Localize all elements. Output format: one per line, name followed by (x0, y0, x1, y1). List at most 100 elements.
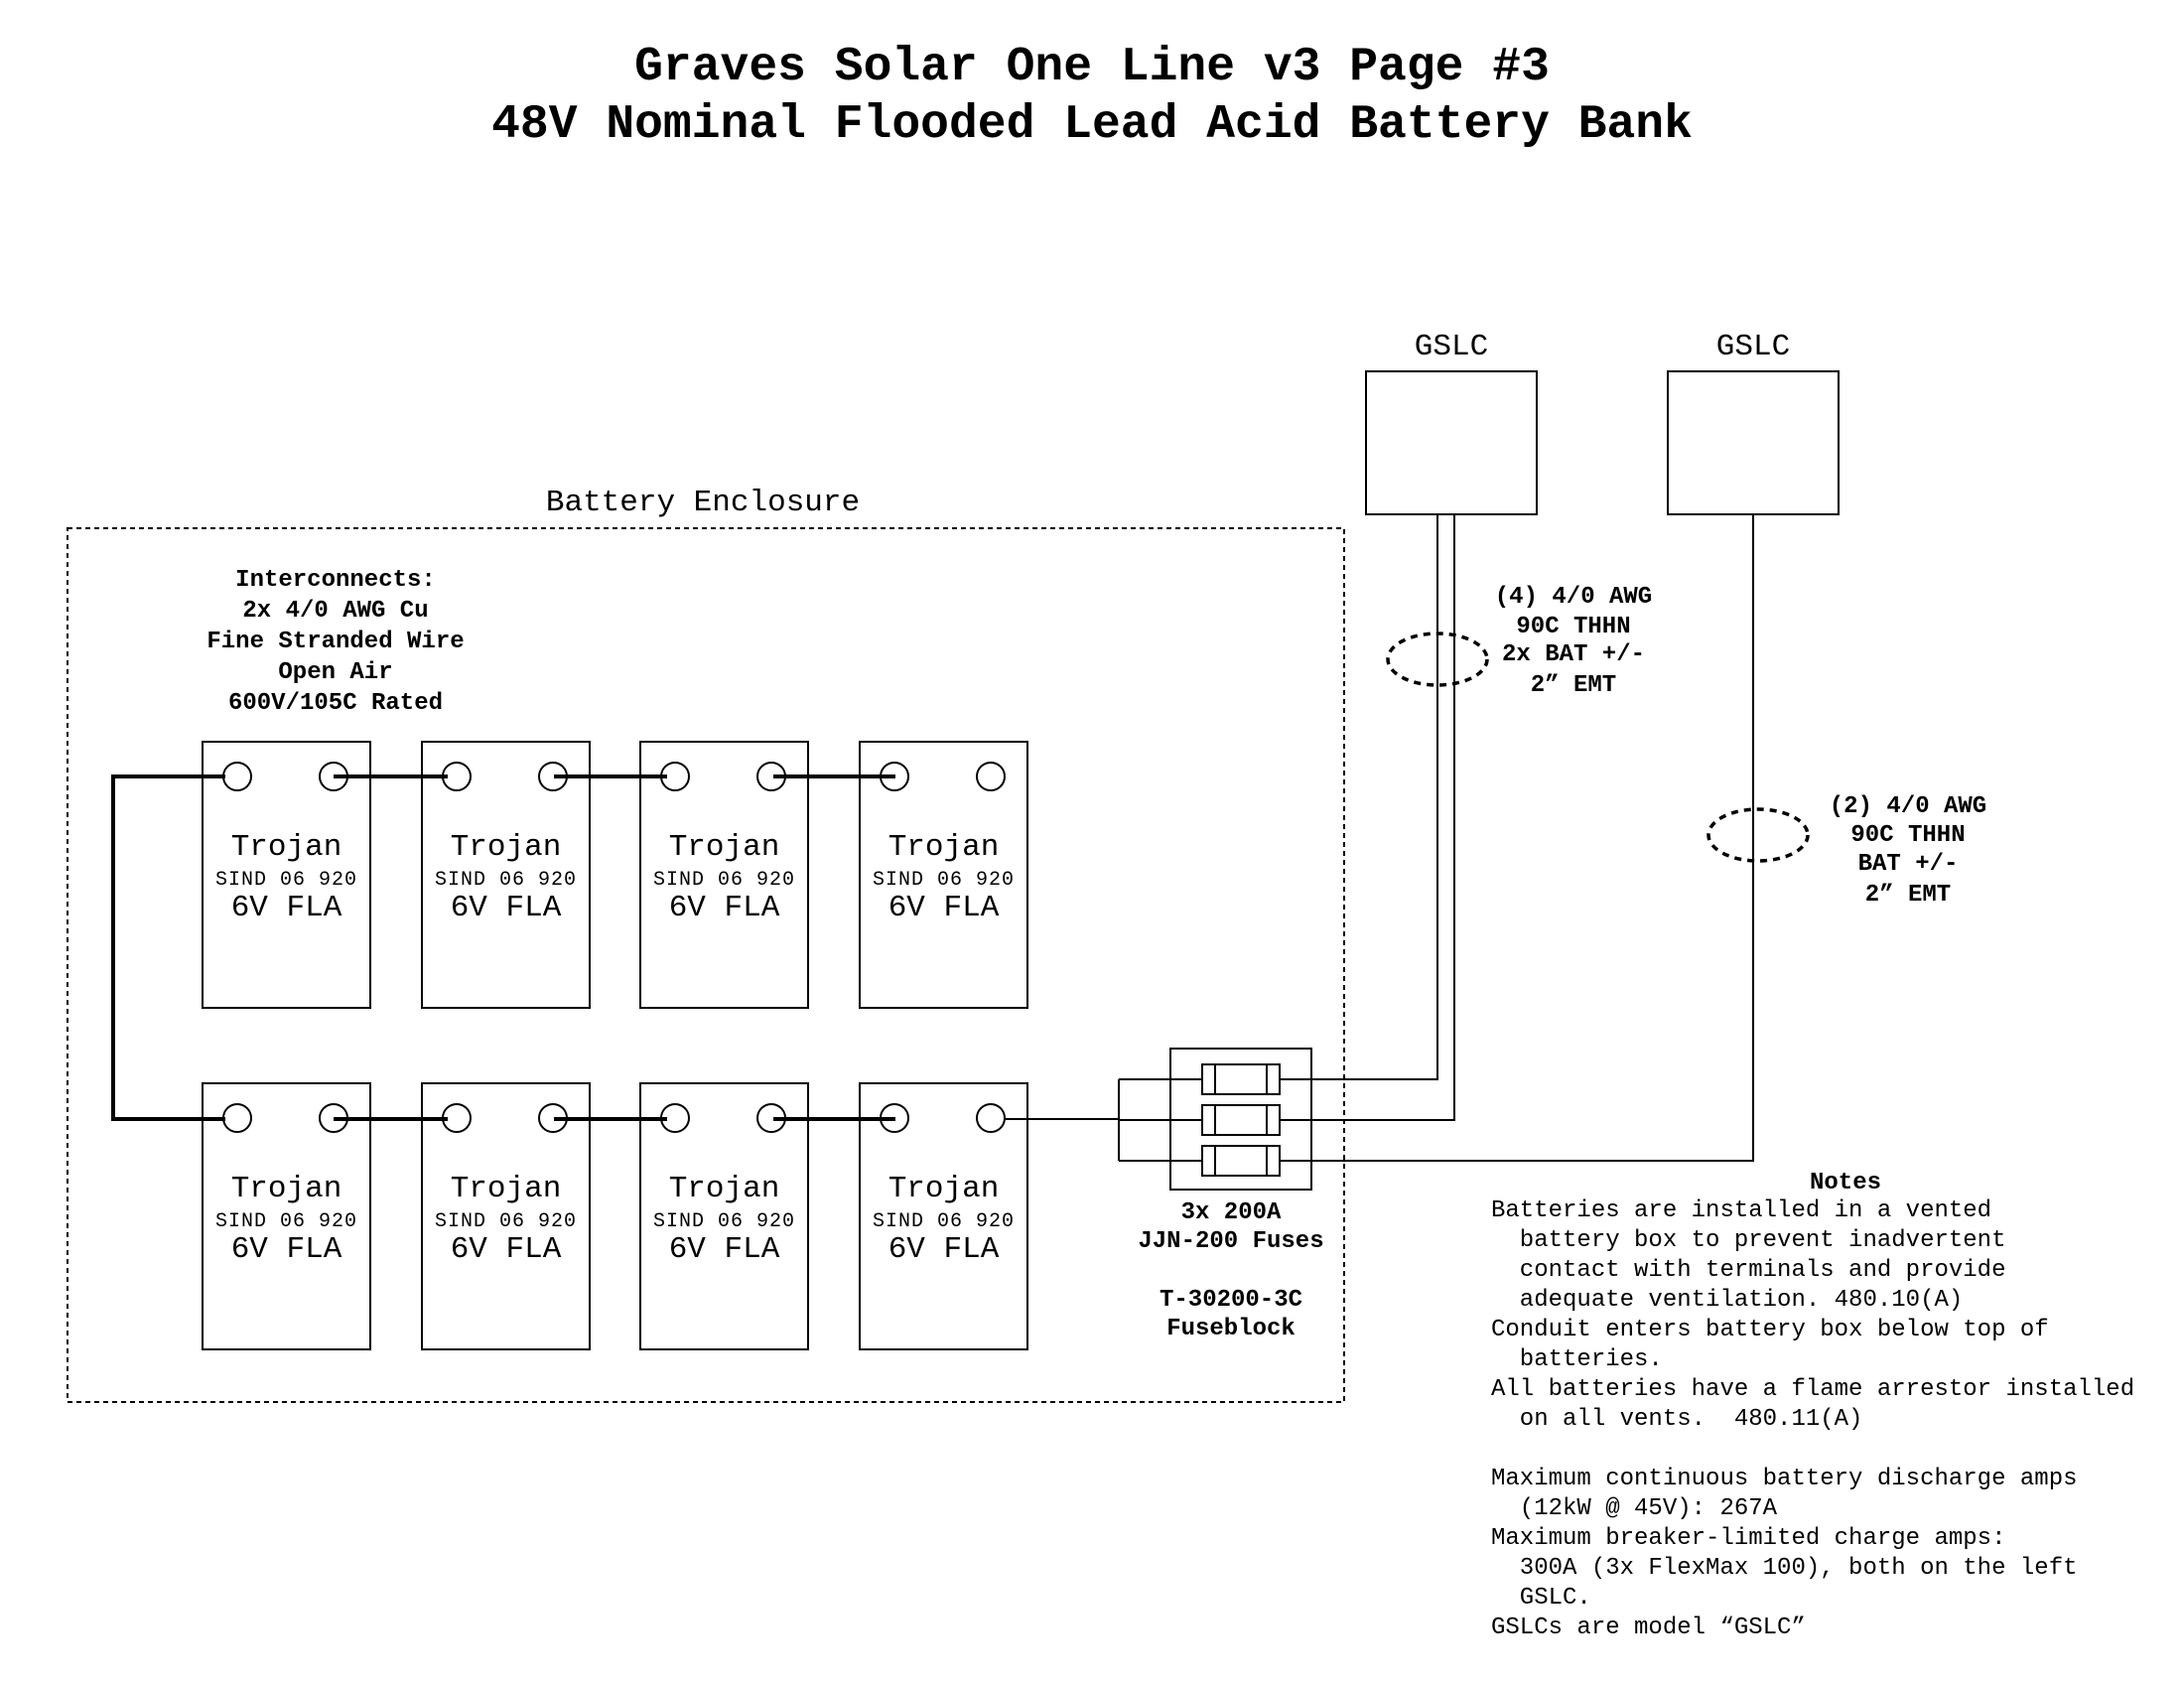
conduit-right-line: BAT +/- (1858, 851, 1959, 878)
notes-line: battery box to prevent inadvertent (1491, 1227, 2005, 1254)
battery-body (859, 741, 1028, 1009)
notes-line: All batteries have a flame arrestor inst… (1491, 1376, 2134, 1403)
battery-terminal (222, 1103, 252, 1133)
conduit-right-line: 90C THHN (1850, 822, 1965, 849)
battery-brand: Trojan (669, 830, 780, 865)
battery-brand: Trojan (231, 830, 342, 865)
notes-body: Batteries are installed in a vented batt… (1491, 1197, 2134, 1641)
conduit-right-symbol (1706, 807, 1810, 863)
battery-type: 6V FLA (451, 1232, 562, 1267)
conduit-left-line: 90C THHN (1516, 614, 1630, 640)
battery-model: SIND 06 920 (435, 869, 577, 892)
fuse-output-wiring (1280, 514, 1754, 1162)
output-wiring (1004, 1078, 1202, 1162)
interconnects-line: Interconnects: (235, 567, 436, 594)
notes-line: Maximum breaker-limited charge amps: (1491, 1525, 2005, 1552)
battery-model: SIND 06 920 (653, 869, 795, 892)
interconnects-note: Interconnects: 2x 4/0 AWG Cu Fine Strand… (206, 567, 464, 717)
gslc-right: GSLC (1667, 330, 1840, 515)
battery-terminal (222, 762, 252, 791)
battery-type: 6V FLA (669, 891, 780, 925)
conduit-left-symbol (1386, 632, 1489, 687)
battery-body (202, 741, 371, 1009)
interconnects-line: 600V/105C Rated (228, 690, 443, 717)
title-line-2: 48V Nominal Flooded Lead Acid Battery Ba… (491, 98, 1693, 152)
conduit-right-label: (2) 4/0 AWG 90C THHN BAT +/- 2” EMT (1830, 793, 1986, 909)
conduit-right-line: (2) 4/0 AWG (1830, 793, 1986, 820)
fuseblock-label-line: T-30200-3C (1160, 1287, 1302, 1314)
conduit-right-line: 2” EMT (1865, 882, 1951, 909)
battery-terminal (976, 1103, 1006, 1133)
battery-model: SIND 06 920 (215, 869, 357, 892)
battery-brand: Trojan (451, 830, 562, 865)
fuse-label: 3x 200A JJN-200 Fuses T-30200-3C Fuseblo… (1138, 1199, 1323, 1342)
fuse-output-wire-2 (1280, 514, 1455, 1121)
fuseblock (1169, 1048, 1312, 1191)
title-line-1: Graves Solar One Line v3 Page #3 (634, 41, 1550, 94)
fuse-output-wire-1 (1280, 514, 1438, 1080)
gslc-box (1365, 370, 1538, 515)
battery-brand: Trojan (669, 1172, 780, 1206)
battery-brand: Trojan (231, 1172, 342, 1206)
battery-model: SIND 06 920 (653, 1210, 795, 1233)
interconnects-line: Fine Stranded Wire (206, 629, 464, 655)
battery-brand: Trojan (888, 830, 1000, 865)
fuse-output-wire-3 (1280, 514, 1754, 1162)
gslc-label: GSLC (1716, 330, 1790, 364)
battery-model: SIND 06 920 (215, 1210, 357, 1233)
fuse-label-line: JJN-200 Fuses (1138, 1228, 1323, 1255)
gslc-box (1667, 370, 1840, 515)
battery-type: 6V FLA (231, 1232, 342, 1267)
interconnects-line: 2x 4/0 AWG Cu (242, 598, 428, 625)
notes-line: GSLCs are model “GSLC” (1491, 1615, 1806, 1641)
battery-body (421, 741, 591, 1009)
notes-line: adequate ventilation. 480.10(A) (1491, 1287, 1963, 1314)
battery-body (639, 1082, 809, 1350)
row-jumper-wire (111, 774, 225, 1121)
fuse-label-line: 3x 200A (1181, 1199, 1282, 1226)
battery-body (421, 1082, 591, 1350)
battery-terminal (976, 762, 1006, 791)
notes-line: contact with terminals and provide (1491, 1257, 2005, 1284)
conduit-left-label: (4) 4/0 AWG 90C THHN 2x BAT +/- 2” EMT (1495, 584, 1652, 699)
conduit-left-line: (4) 4/0 AWG (1495, 584, 1652, 611)
battery-model: SIND 06 920 (873, 1210, 1015, 1233)
battery-model: SIND 06 920 (435, 1210, 577, 1233)
fuse (1201, 1104, 1281, 1136)
notes-line: batteries. (1491, 1346, 1663, 1373)
battery-type: 6V FLA (888, 1232, 1000, 1267)
gslc-label: GSLC (1415, 330, 1488, 364)
fuseblock-label-line: Fuseblock (1166, 1316, 1296, 1342)
battery-type: 6V FLA (231, 891, 342, 925)
fuse (1201, 1063, 1281, 1095)
interconnects-line: Open Air (278, 659, 392, 686)
battery-type: 6V FLA (888, 891, 1000, 925)
conduit-left-line: 2” EMT (1531, 672, 1616, 699)
battery-enclosure-boundary (67, 527, 1345, 1403)
battery-enclosure-label: Battery Enclosure (546, 486, 860, 520)
notes-line: 300A (3x FlexMax 100), both on the left (1491, 1555, 2078, 1582)
battery-body (639, 741, 809, 1009)
gslc-left: GSLC (1365, 330, 1538, 515)
conduit-left-line: 2x BAT +/- (1502, 641, 1645, 668)
battery-model: SIND 06 920 (873, 869, 1015, 892)
notes-line: Batteries are installed in a vented (1491, 1197, 1991, 1224)
battery-type: 6V FLA (669, 1232, 780, 1267)
battery-type: 6V FLA (451, 891, 562, 925)
battery-brand: Trojan (888, 1172, 1000, 1206)
notes-line: (12kW @ 45V): 267A (1491, 1495, 1778, 1522)
series-interconnects (111, 774, 895, 1121)
notes-line: on all vents. 480.11(A) (1491, 1406, 1862, 1433)
fuse (1201, 1145, 1281, 1177)
battery-brand: Trojan (451, 1172, 562, 1206)
